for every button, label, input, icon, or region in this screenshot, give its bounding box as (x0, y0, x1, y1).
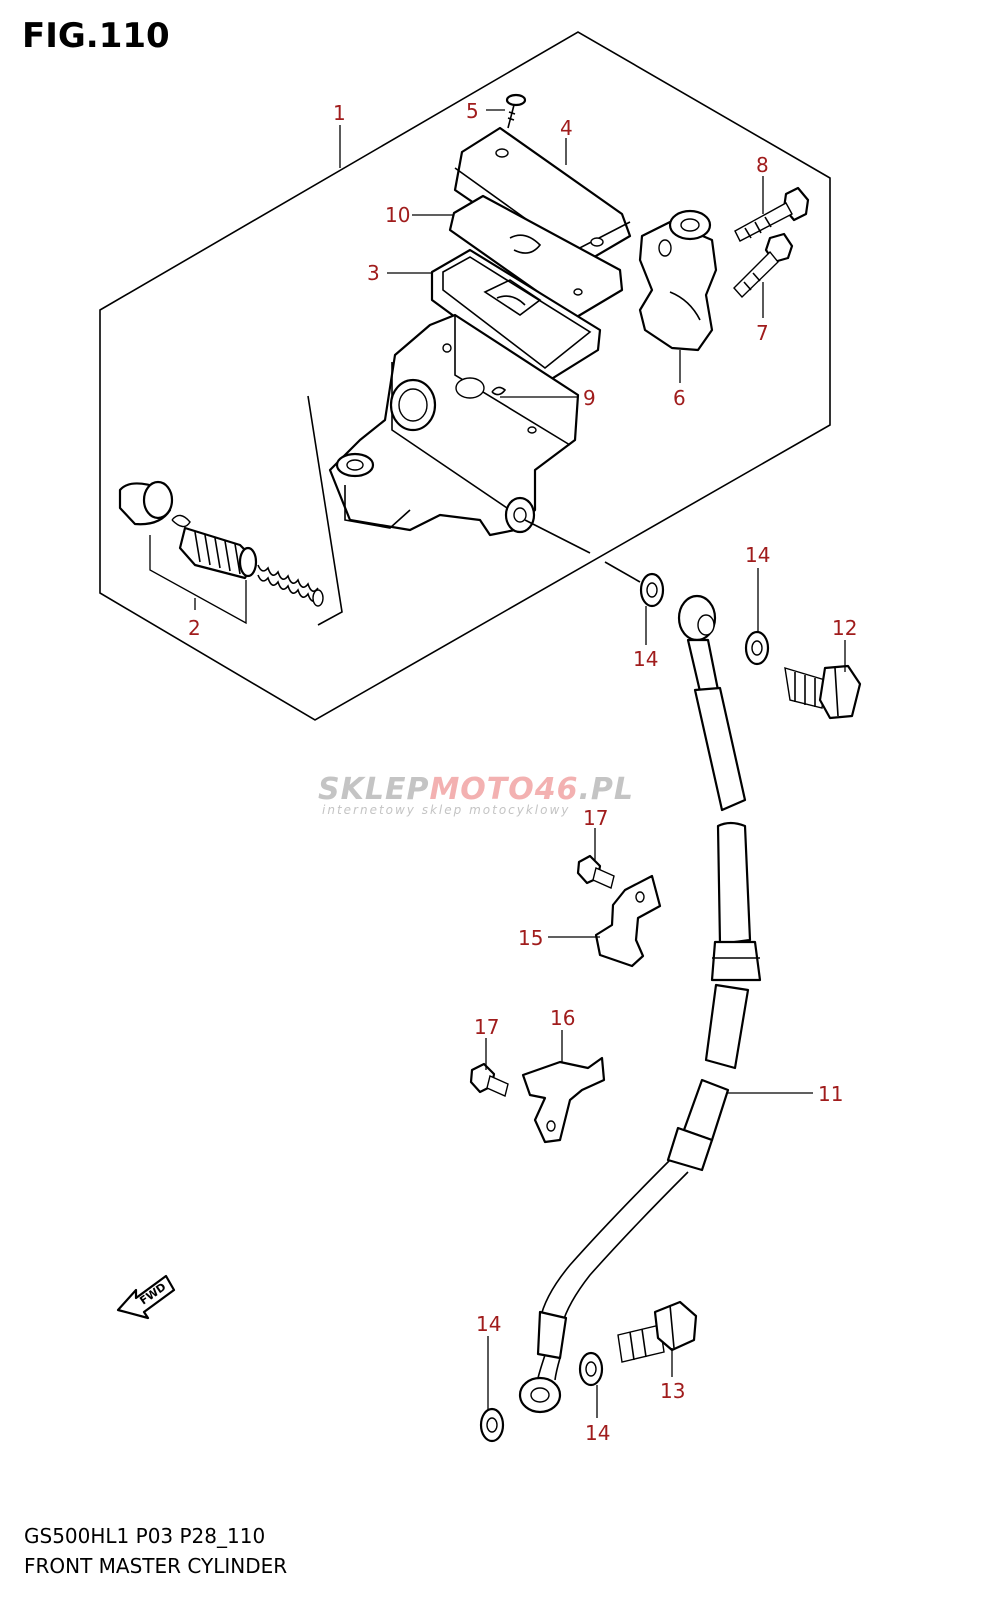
watermark-brand-suffix: .PL (578, 772, 635, 807)
axis-line-lower (604, 561, 641, 583)
part-washer-14-a (639, 572, 665, 608)
watermark-brand-main: SKLEP (318, 772, 430, 807)
callout-17-b: 17 (474, 1015, 499, 1039)
part-piston-set-2 (118, 480, 324, 607)
watermark-brand-accent: MOTO46 (429, 772, 579, 807)
callout-15: 15 (518, 926, 543, 950)
part-master-cylinder-body (328, 313, 580, 537)
callout-3: 3 (367, 261, 380, 285)
watermark-tagline: internetowy sklep motocyklowy (322, 803, 571, 817)
callout-2: 2 (188, 616, 201, 640)
part-bolt-17-a (576, 854, 615, 889)
part-bolt-7 (733, 232, 794, 299)
callout-leaders (194, 109, 846, 1418)
part-washer-14-b (744, 630, 770, 666)
model-code: GS500HL1 P03 P28_110 (24, 1524, 266, 1548)
part-union-bolt-12 (784, 664, 862, 720)
assembly-boundary (99, 31, 831, 721)
callout-12: 12 (832, 616, 857, 640)
part-brake-hose-11 (518, 594, 762, 1414)
watermark: SKLEPMOTO46.PL internetowy sklep motocyk… (318, 772, 678, 817)
part-washer-14-d (479, 1407, 505, 1443)
callout-11: 11 (818, 1082, 843, 1106)
part-clamp-6 (638, 209, 718, 352)
part-clip-9 (491, 386, 507, 396)
callout-7: 7 (756, 321, 769, 345)
part-union-bolt-13 (617, 1300, 698, 1363)
diagram-name: FRONT MASTER CYLINDER (24, 1554, 288, 1578)
part-bracket-16 (521, 1056, 606, 1144)
callout-6: 6 (673, 386, 686, 410)
callout-5: 5 (466, 99, 479, 123)
callout-13: 13 (660, 1379, 685, 1403)
part-bracket-15 (594, 874, 662, 968)
watermark-brand: SKLEPMOTO46.PL (318, 772, 678, 807)
callout-14-c: 14 (585, 1421, 610, 1445)
axis-line-upper (524, 519, 591, 554)
part-diaphragm-3 (430, 248, 602, 385)
callout-8: 8 (756, 153, 769, 177)
callout-16: 16 (550, 1006, 575, 1030)
piston-group-bracket-lines (149, 535, 247, 625)
part-bolt-17-b (469, 1062, 509, 1097)
callout-9: 9 (583, 386, 596, 410)
part-plate-10 (448, 194, 624, 320)
callout-14-a: 14 (633, 647, 658, 671)
callout-4: 4 (560, 116, 573, 140)
piston-group-bracket (307, 395, 343, 626)
fwd-arrow-icon: FWD (116, 1274, 176, 1320)
callout-14-d: 14 (476, 1312, 501, 1336)
part-screw-5 (505, 93, 527, 129)
callout-17-a: 17 (583, 806, 608, 830)
part-bolt-8 (734, 186, 810, 242)
callout-14-b: 14 (745, 543, 770, 567)
callout-1: 1 (333, 101, 346, 125)
callout-10: 10 (385, 203, 410, 227)
figure-title: FIG.110 (22, 16, 170, 56)
part-washer-14-c (578, 1351, 604, 1387)
